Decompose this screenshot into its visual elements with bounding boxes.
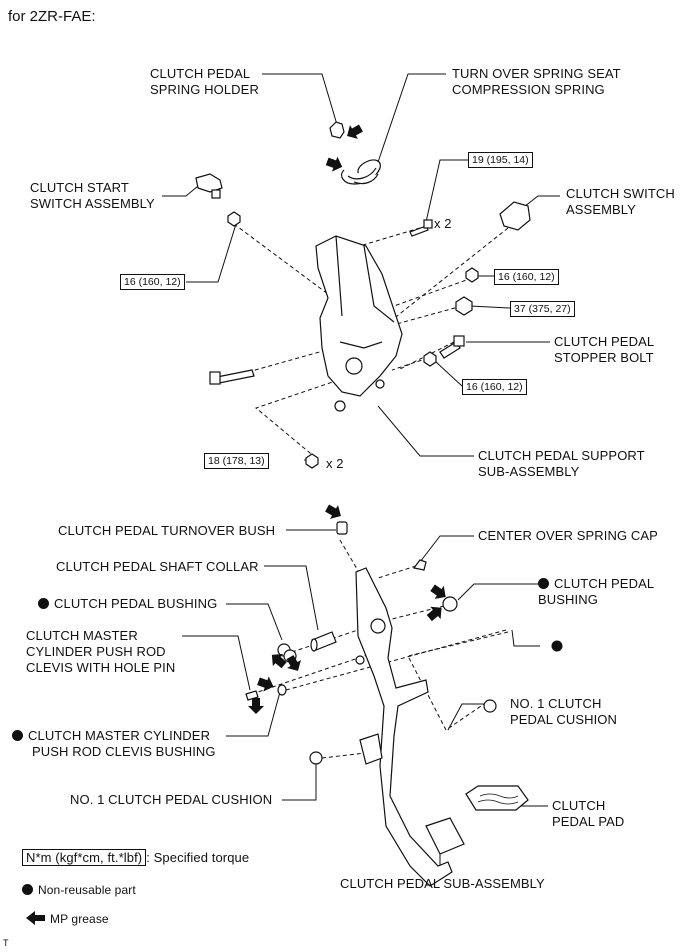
leader-support <box>377 405 474 457</box>
leader-bushing-left <box>226 603 283 641</box>
label-pedal-sub: CLUTCH PEDAL SUB-ASSEMBLY <box>340 876 545 891</box>
legend-torque-box: N*m (kgf*cm, ft.*lbf) <box>22 849 147 866</box>
grease-arrow-icon <box>325 504 341 519</box>
grease-arrow-icon <box>430 584 446 599</box>
grease-arrow-icon <box>286 655 301 671</box>
label-spring-cap: CENTER OVER SPRING CAP <box>478 528 658 543</box>
leader-shaft-collar <box>264 565 319 631</box>
label-cushion-left: NO. 1 CLUTCH PEDAL CUSHION <box>70 792 273 807</box>
label-turnover-bush: CLUTCH PEDAL TURNOVER BUSH <box>58 523 276 538</box>
label-bushing-right: CLUTCH PEDAL BUSHING <box>538 576 655 607</box>
leader-turn-over-spring <box>375 73 446 169</box>
grease-arrow-icon <box>248 698 264 714</box>
leader-cushion-right <box>447 703 484 731</box>
leader-spring-cap <box>419 535 474 563</box>
nonreusable-dot-icon <box>538 578 549 589</box>
torque-18: 18 (178, 13) <box>204 453 269 469</box>
leader-t16c <box>435 361 463 387</box>
leader-spring-holder <box>262 73 339 129</box>
grease-arrow-icon <box>271 653 287 669</box>
label-shaft-collar: CLUTCH PEDAL SHAFT COLLAR <box>56 559 259 574</box>
nonreusable-dot-icon <box>38 598 49 609</box>
corner-mark: T <box>3 938 9 948</box>
leader-bushing-right <box>457 583 540 601</box>
page-header: for 2ZR-FAE: <box>8 8 96 25</box>
leader-t16a <box>186 223 237 283</box>
leader-clevis-bushing <box>226 691 281 737</box>
nonreusable-dot-icon <box>22 884 33 895</box>
grease-arrow-icon <box>426 606 442 622</box>
torque-16a: 16 (160, 12) <box>120 274 185 290</box>
leader-nonreusable-right <box>511 629 540 647</box>
leader-start-switch <box>162 185 199 197</box>
nonreusable-dot-icon <box>12 730 23 741</box>
leader-cushion-left <box>282 762 317 801</box>
grease-arrow-icon <box>347 124 363 139</box>
leader-t19 <box>425 159 468 223</box>
legend-torque-text: : Specified torque <box>146 850 250 865</box>
grease-arrow-icon <box>325 156 343 172</box>
multiplier-nut: x 2 <box>326 456 344 471</box>
grease-arrow-icon <box>26 911 45 925</box>
multiplier-bolt: x 2 <box>434 216 452 231</box>
label-bushing-left: CLUTCH PEDAL BUSHING <box>38 596 217 612</box>
grease-arrow-icon <box>257 676 274 692</box>
leader-clevis-pin <box>182 635 251 691</box>
leader-t37 <box>469 305 511 309</box>
legend-grease: MP grease <box>50 912 109 926</box>
torque-37: 37 (375, 27) <box>510 301 575 317</box>
label-clevis-bushing: CLUTCH MASTER CYLINDER PUSH ROD CLEVIS B… <box>12 728 216 760</box>
legend-nonreusable: Non-reusable part <box>22 882 136 898</box>
torque-19: 19 (195, 14) <box>468 152 533 168</box>
legend-torque: N*m (kgf*cm, ft.*lbf): Specified torque <box>22 849 250 866</box>
torque-16c: 16 (160, 12) <box>462 379 527 395</box>
torque-16b: 16 (160, 12) <box>494 269 559 285</box>
